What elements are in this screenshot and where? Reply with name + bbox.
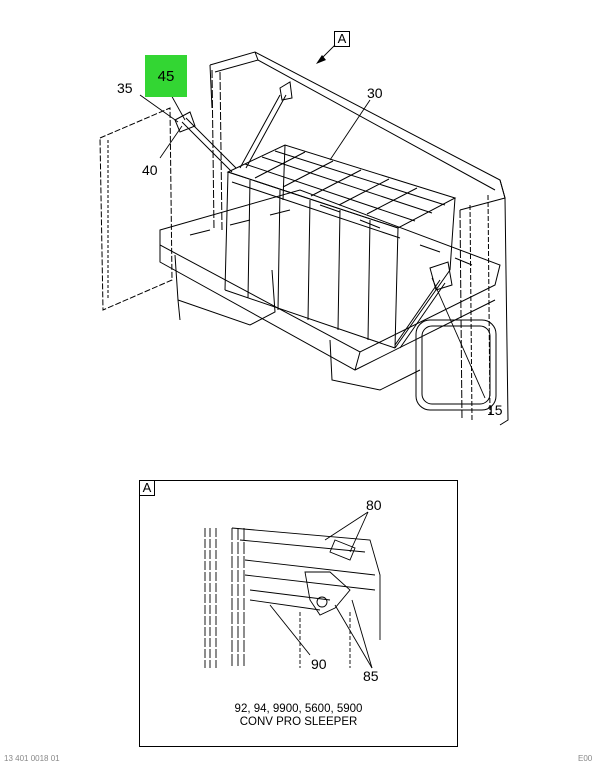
leader-30 xyxy=(329,99,371,161)
callout-35[interactable]: 35 xyxy=(117,80,133,96)
leader-35 xyxy=(139,94,179,123)
leader-85-a xyxy=(334,604,373,669)
cab-roof-frame xyxy=(209,51,506,211)
callout-40[interactable]: 40 xyxy=(142,162,158,178)
leader-90 xyxy=(269,604,311,656)
callout-85[interactable]: 85 xyxy=(363,668,379,684)
leader-40 xyxy=(159,125,183,159)
leader-85-b xyxy=(351,599,373,669)
cab-right-wall xyxy=(499,179,509,426)
leader-80-b xyxy=(349,511,369,553)
support-strut xyxy=(181,117,237,173)
detail-caption: 92, 94, 9900, 5600, 5900 CONV PRO SLEEPE… xyxy=(139,703,458,729)
detail-frame-uprights xyxy=(204,528,217,668)
callout-45-label: 45 xyxy=(157,68,175,85)
leader-15 xyxy=(431,277,486,399)
detail-panel: A xyxy=(139,480,458,747)
detail-bracket xyxy=(304,571,351,616)
view-ref-box[interactable]: A xyxy=(334,31,350,47)
caption-models: 92, 94, 9900, 5600, 5900 xyxy=(234,703,363,715)
caption-description: CONV PRO SLEEPER xyxy=(239,716,358,728)
callout-80[interactable]: 80 xyxy=(366,497,382,513)
leader-80-a xyxy=(324,511,369,541)
footer-code-right: E00 xyxy=(578,754,593,763)
cab-rear-wall xyxy=(99,107,173,311)
callout-30[interactable]: 30 xyxy=(367,85,383,101)
callout-90[interactable]: 90 xyxy=(311,656,327,672)
footer-code-left: 13 401 0018 01 xyxy=(4,754,60,763)
callout-15[interactable]: 15 xyxy=(487,402,503,418)
detail-ref-box: A xyxy=(139,480,155,496)
highlight-callout-45[interactable]: 45 xyxy=(145,55,187,97)
